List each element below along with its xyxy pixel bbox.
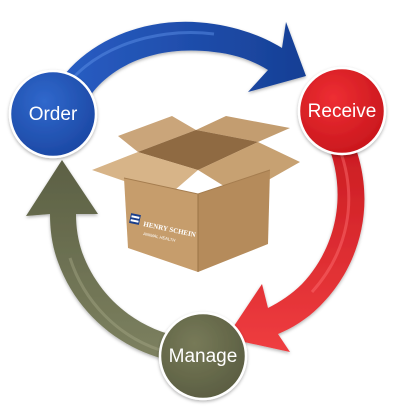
- node-manage-label: Manage: [169, 346, 238, 367]
- brand-subline: ANIMAL HEALTH: [143, 231, 176, 243]
- arrow-manage-to-order: [26, 160, 176, 360]
- node-receive-label: Receive: [308, 101, 377, 122]
- node-receive: Receive: [297, 66, 387, 156]
- arrow-receive-to-manage: [226, 130, 365, 352]
- node-manage: Manage: [158, 311, 248, 401]
- henry-schein-logo: [129, 213, 141, 225]
- cardboard-box-image: HENRY SCHEIN ANIMAL HEALTH: [92, 116, 300, 272]
- node-order-label: Order: [29, 104, 78, 125]
- node-order: Order: [8, 69, 98, 159]
